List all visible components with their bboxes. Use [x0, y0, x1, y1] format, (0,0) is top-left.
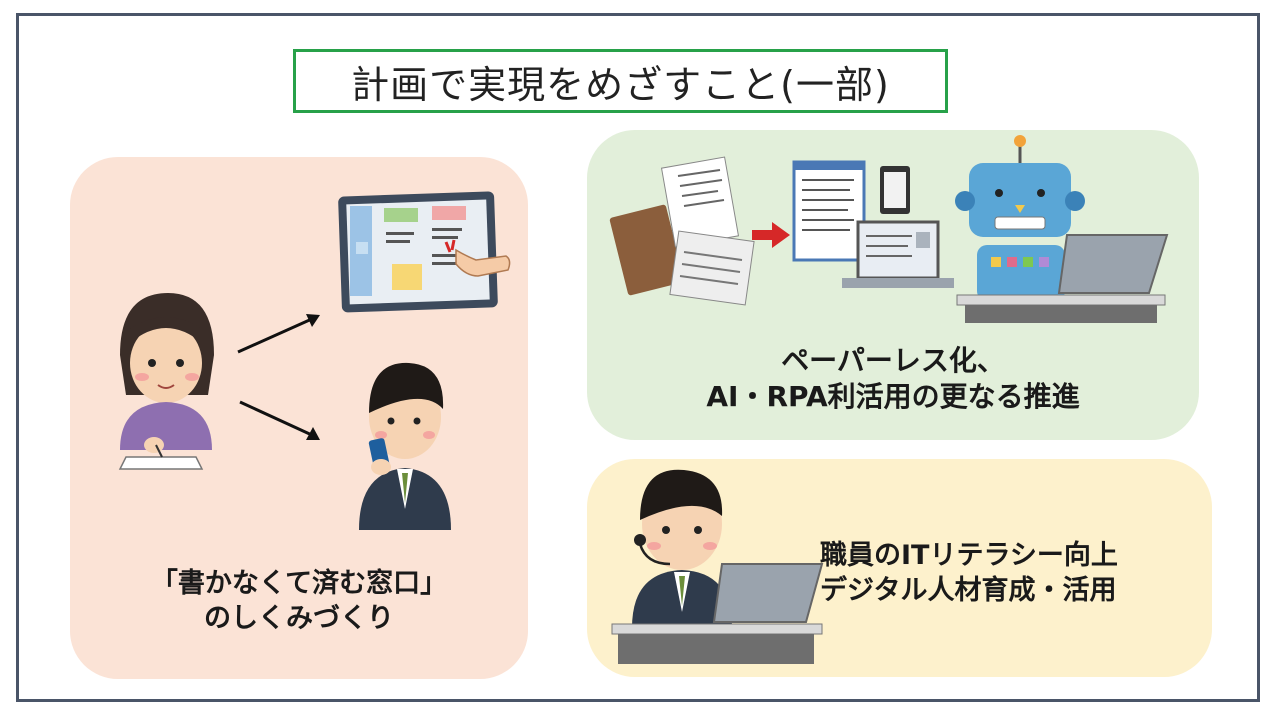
arrow-down-icon: [239, 400, 320, 440]
paper-documents-illustration: [609, 156, 755, 306]
man-smartphone-illustration: [359, 362, 451, 530]
tablet-illustration: [338, 191, 511, 313]
slide-title-text: 計画で実現をめざすこと(一部): [351, 62, 890, 107]
left-caption-line1: 「書かなくて済む窓口」: [150, 568, 448, 599]
top-right-caption-line2: AI・RPA利活用の更なる推進: [706, 380, 1080, 414]
red-arrow-icon: [752, 222, 790, 248]
left-panel-caption: 「書かなくて済む窓口」 のしくみづくり: [70, 566, 528, 636]
slide-title: 計画で実現をめざすこと(一部): [293, 49, 948, 113]
robot-laptop-illustration: [955, 135, 1169, 323]
staff-headset-illustration: [611, 469, 824, 664]
digital-devices-illustration: [792, 160, 954, 288]
arrow-up-icon: [237, 314, 320, 354]
top-right-panel-caption: ペーパーレス化、 AI・RPA利活用の更なる推進: [587, 343, 1199, 416]
bottom-right-panel-caption: 職員のITリテラシー向上 デジタル人材育成・活用: [820, 538, 1220, 608]
left-caption-line2: のしくみづくり: [203, 603, 395, 635]
top-right-caption-line1: ペーパーレス化、: [781, 344, 1005, 377]
bottom-right-caption-line2: デジタル人材育成・活用: [820, 575, 1117, 607]
bottom-right-caption-line1: 職員のITリテラシー向上: [820, 540, 1118, 571]
woman-writing-illustration: [118, 293, 214, 470]
